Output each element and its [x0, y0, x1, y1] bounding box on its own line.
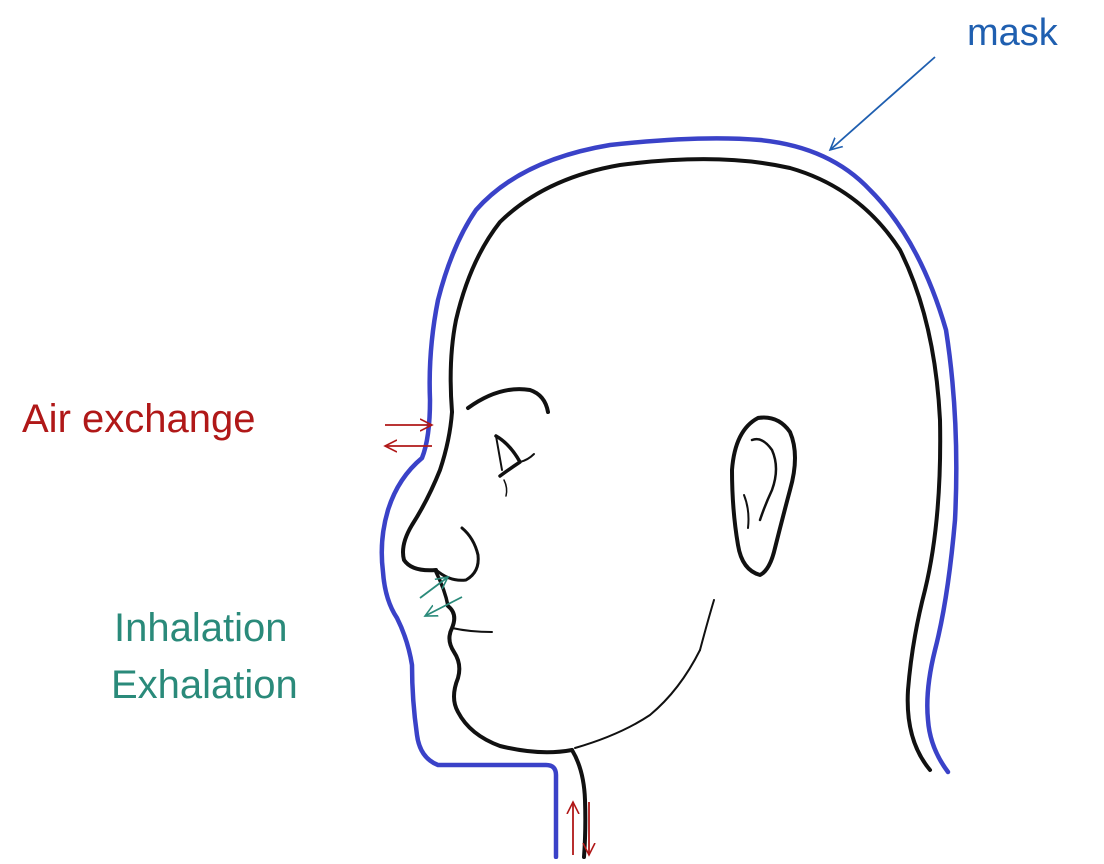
mask-label: mask: [967, 12, 1058, 56]
inhalation-label: Inhalation: [114, 605, 287, 651]
head-drawing: [403, 159, 940, 857]
breathing-arrows: [420, 577, 462, 616]
mask-outline: [382, 138, 957, 857]
air-exchange-label: Air exchange: [22, 396, 255, 442]
exhalation-label: Exhalation: [111, 662, 298, 708]
mask-pointer-arrow: [830, 57, 935, 150]
